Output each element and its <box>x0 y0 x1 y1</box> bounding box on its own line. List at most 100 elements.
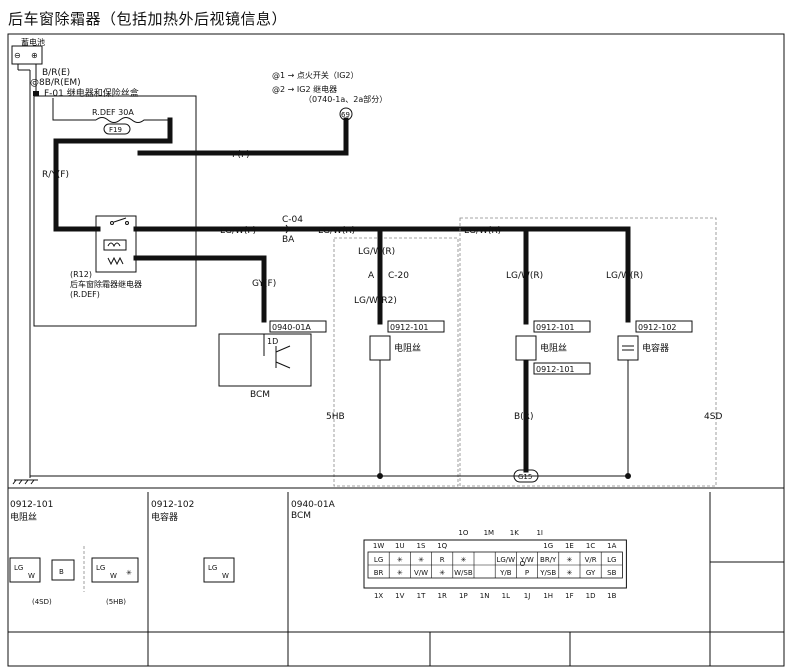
wire-gy-f <box>133 255 267 323</box>
bcm-row3-cell: ✳ <box>566 569 572 577</box>
battery-ref-label: @8B/R(EM) <box>30 78 81 88</box>
wire-lg-w-r-capacitor <box>523 226 631 323</box>
relay-id: (R12) <box>70 270 92 279</box>
c3-name: BCM <box>291 511 311 521</box>
c2-pin-1: LG <box>208 564 217 572</box>
wire-lg-w-r-label-5: LG/W(R) <box>606 271 643 281</box>
connector-c20-a-label: A <box>368 271 375 281</box>
cap-connector-label: 0912-102 <box>638 323 677 332</box>
c1-pin-b: B <box>59 568 64 576</box>
bcm-row3-cell: GY <box>586 569 596 577</box>
c1-pin-c3: ✳ <box>126 569 132 577</box>
bcm-mid-label: O <box>520 560 526 568</box>
wire-b-r-label: B(R) <box>514 412 533 422</box>
wire-lg-w-f-label: LG/W(F) <box>220 226 256 236</box>
bcm-connector-label: 0940-01A <box>272 323 311 332</box>
bcm-row3-cell: ✳ <box>397 569 403 577</box>
bcm-bottom-pin-label: 1P <box>459 592 468 600</box>
legend-line-1: @1 → 点火开关（IG2） <box>272 70 359 80</box>
sd-connector-bottom-label: 0912-101 <box>536 365 575 374</box>
bcm-top-pin-label: 1I <box>536 529 543 537</box>
bcm-bottom-pin-label: 1B <box>607 592 616 600</box>
bcm-row3-cell: Y/SB <box>539 569 556 577</box>
c3-id: 0940-01A <box>291 500 336 510</box>
c2-name: 电容器 <box>151 511 178 523</box>
ground-label: G15 <box>518 473 532 481</box>
battery-minus: ⊖ <box>14 51 21 60</box>
connector-ba-label: BA <box>282 235 295 245</box>
bcm-row1-pin-label: 1U <box>395 542 405 550</box>
bcm-row1-pin-label: 1Q <box>437 542 447 550</box>
battery: 蓄电池 ⊖ ⊕ B/R(E) @8B/R(EM) <box>11 37 81 478</box>
bcm-row1-pin-label: 1A <box>607 542 616 550</box>
battery-plus: ⊕ <box>31 51 38 60</box>
sd-component-label: 电阻丝 <box>540 342 567 354</box>
wire-r-y-f <box>53 117 173 232</box>
bcm-bottom-pin-label: 1F <box>565 592 573 600</box>
area-5hb <box>333 237 459 487</box>
connector-table: 0912-101 电阻丝 LG W B LG W ✳ (4SD) (5HB) 0… <box>8 492 784 666</box>
c1-pin-c2: W <box>110 572 117 580</box>
bcm-bottom-pin-label: 1J <box>524 592 531 600</box>
bcm-bottom-pin-label: 1V <box>395 592 404 600</box>
area-5hb-label: 5HB <box>326 412 345 422</box>
bcm-row3-cell: P <box>525 569 529 577</box>
bcm-row3-cell: BR <box>374 569 384 577</box>
diagram-frame <box>7 33 785 667</box>
bcm-row2-cell: ✳ <box>566 556 572 564</box>
hb-connector-label: 0912-101 <box>390 323 429 332</box>
wire-p-f <box>137 117 349 156</box>
bcm-row3-cell: V/W <box>414 569 428 577</box>
bcm-row1-pin-label: 1C <box>586 542 595 550</box>
chassis-ground-symbol <box>12 479 38 485</box>
sd-connector-top-label: 0912-101 <box>536 323 575 332</box>
bcm-bottom-pin-label: 1T <box>417 592 426 600</box>
page-title: 后车窗除霜器（包括加热外后视镜信息） <box>8 10 288 28</box>
c2-id: 0912-102 <box>151 500 194 510</box>
c1-sub-right: (5HB) <box>106 598 126 606</box>
area-4sd <box>459 217 717 487</box>
bcm-row2-cell: BR/Y <box>540 556 557 564</box>
fuse-id: F19 <box>109 126 122 134</box>
battery-label: 蓄电池 <box>21 37 45 47</box>
bcm-row1-pin-label: 1S <box>417 542 426 550</box>
bcm-top-pin-label: 1O <box>458 529 468 537</box>
battery-wire-label: B/R(E) <box>42 68 70 78</box>
bcm-row1-pin-label: 1E <box>565 542 574 550</box>
wire-lg-w-r-label-3: LG/W(R) <box>358 247 395 257</box>
legend: @1 → 点火开关（IG2） @2 → IG2 继电器 （0740-1a、2a部… <box>272 70 387 121</box>
bcm-row2-cell: V/R <box>585 556 597 564</box>
wire-p-f-label: P(F) <box>232 150 250 160</box>
relay-name: 后车窗除霜器继电器 <box>70 279 142 289</box>
legend-line-3: （0740-1a、2a部分） <box>304 94 387 104</box>
fuse-box-label: F-01 继电器和保险丝盒 <box>44 87 139 99</box>
bcm-row3-cell: Y/B <box>499 569 512 577</box>
wire-gy-f-label: GY(F) <box>252 279 276 289</box>
bcm-row2-cell: LG <box>374 556 383 564</box>
wire-r-y-f-label: R/Y(F) <box>42 170 69 180</box>
bcm-top-pin-label: 1M <box>484 529 495 537</box>
connector-c20-label: C-20 <box>388 271 409 281</box>
connector-c04-label: C-04 <box>282 215 303 225</box>
wire-lg-w-r-label-2: LG/W(R) <box>464 226 501 236</box>
relay-code: (R.DEF) <box>70 290 100 299</box>
c1-id: 0912-101 <box>10 500 53 510</box>
bcm-row3-cell: W/SB <box>454 569 473 577</box>
c1-name: 电阻丝 <box>10 511 37 523</box>
wire-lg-w-r-label-4: LG/W(R) <box>506 271 543 281</box>
bcm-bottom-pin-label: 1X <box>374 592 383 600</box>
c1-pin-a2: W <box>28 572 35 580</box>
bcm-label: BCM <box>250 390 270 400</box>
area-4sd-label: 4SD <box>704 412 722 422</box>
bcm-row2-cell: ✳ <box>397 556 403 564</box>
bcm-bottom-pin-label: 1D <box>586 592 596 600</box>
bcm-row1-pin-label: 1W <box>373 542 384 550</box>
bcm-row2-cell: LG <box>607 556 616 564</box>
bcm-row2-cell: R <box>440 556 445 564</box>
fuse-name: R.DEF 30A <box>92 108 134 117</box>
bcm-top-pin-label: 1K <box>510 529 519 537</box>
bcm-row2-cell: Y/W <box>519 556 534 564</box>
bcm-bottom-pin-label: 1R <box>438 592 447 600</box>
